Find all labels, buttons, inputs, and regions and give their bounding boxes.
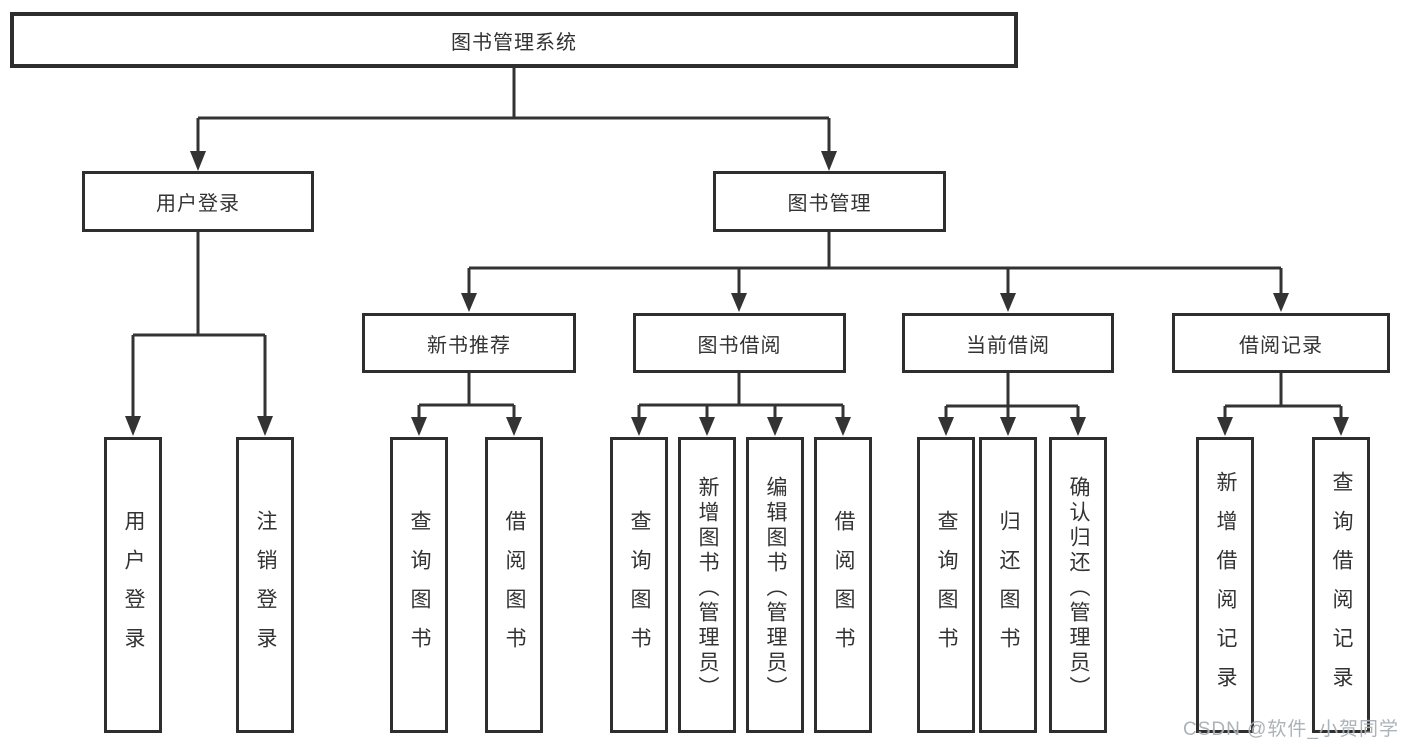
node-book-management: 图书管理 [713,171,946,232]
leaf-edit-book-admin: 编辑图书（管理员） [746,437,804,733]
leaf-return-book: 归还图书 [979,437,1037,733]
leaf-borrow-book-2: 借阅图书 [814,437,872,733]
leaf-query-borrow-record: 查询借阅记录 [1312,437,1370,733]
leaf-query-book-3: 查询图书 [917,437,975,733]
leaf-query-book-2: 查询图书 [610,437,668,733]
leaf-confirm-return-admin: 确认归还（管理员） [1049,437,1107,733]
node-user-login: 用户登录 [82,171,314,232]
leaf-add-borrow-record: 新增借阅记录 [1196,437,1254,733]
leaf-user-login: 用户登录 [104,437,162,733]
node-borrowing-records: 借阅记录 [1172,313,1390,373]
node-book-borrowing: 图书借阅 [633,313,846,373]
leaf-query-book-1: 查询图书 [390,437,448,733]
leaf-logout: 注销登录 [236,437,294,733]
leaf-add-book-admin: 新增图书（管理员） [678,437,736,733]
node-library-system: 图书管理系统 [10,12,1018,68]
leaf-borrow-book-1: 借阅图书 [485,437,543,733]
node-new-book-recommend: 新书推荐 [362,313,576,373]
node-current-borrowing: 当前借阅 [902,313,1114,373]
